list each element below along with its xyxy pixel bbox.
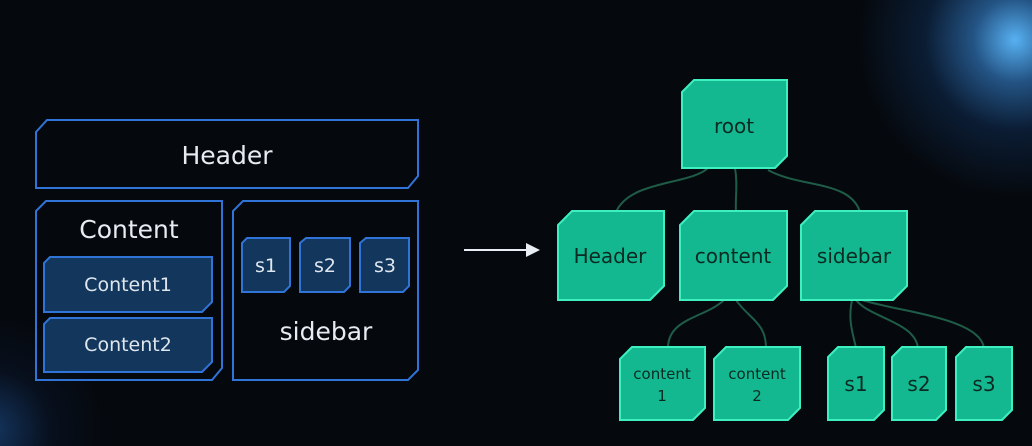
tree-s3-node [955, 346, 1013, 421]
tree-s2-label: s2 [907, 372, 930, 396]
tree-sidebar-node [800, 210, 908, 301]
tree-root-node [681, 79, 788, 169]
layout-content1-label: Content1 [84, 274, 172, 296]
tree-s2-node [891, 346, 947, 421]
edge-sidebar-s1 [849, 299, 857, 349]
transform-arrow [464, 243, 540, 257]
edge-content-content1 [667, 299, 725, 349]
tree-content1-node [619, 346, 706, 421]
tree-content2-node [713, 346, 801, 421]
edge-root-content [734, 167, 738, 213]
edge-sidebar-s3 [861, 299, 985, 349]
layout-s3-label: s3 [374, 255, 396, 277]
edge-content-content2 [735, 299, 767, 349]
layout-header-box [35, 119, 419, 189]
layout-content2-box [43, 317, 213, 373]
layout-s2-label: s2 [314, 255, 336, 277]
tree-s1-label: s1 [844, 372, 867, 396]
tree-edges [615, 167, 985, 349]
layout-s3-box [359, 237, 410, 293]
tree-root-label: root [714, 114, 754, 138]
tree-header-label: Header [574, 244, 648, 268]
layout-header-label: Header [181, 141, 273, 170]
layout-sidebar-label: sidebar [280, 317, 373, 346]
layout-content1-box [43, 256, 213, 313]
layout-s2-box [299, 237, 351, 293]
tree-content2-label-line1: content [728, 365, 786, 383]
layout-content-box [35, 200, 223, 381]
tree-content1-label-line2: 1 [657, 387, 667, 405]
tree-s1-node [827, 346, 885, 421]
layout-content-label: Content [79, 215, 179, 244]
tree-content-label: content [695, 244, 772, 268]
tree-sidebar-label: sidebar [817, 244, 892, 268]
edge-root-header [615, 167, 709, 213]
tree-s3-label: s3 [972, 372, 995, 396]
layout-content2-label: Content2 [84, 334, 172, 356]
edge-sidebar-s2 [855, 299, 919, 349]
layout-s1-box [241, 237, 291, 293]
tree-content-node [679, 210, 788, 301]
layout-s1-label: s1 [255, 255, 277, 277]
tree-content2-label-line2: 2 [752, 387, 762, 405]
tree-content1-label-line1: content [633, 365, 691, 383]
edge-root-sidebar [767, 169, 861, 213]
layout-sidebar-box [232, 200, 419, 381]
tree-header-node [557, 210, 665, 301]
